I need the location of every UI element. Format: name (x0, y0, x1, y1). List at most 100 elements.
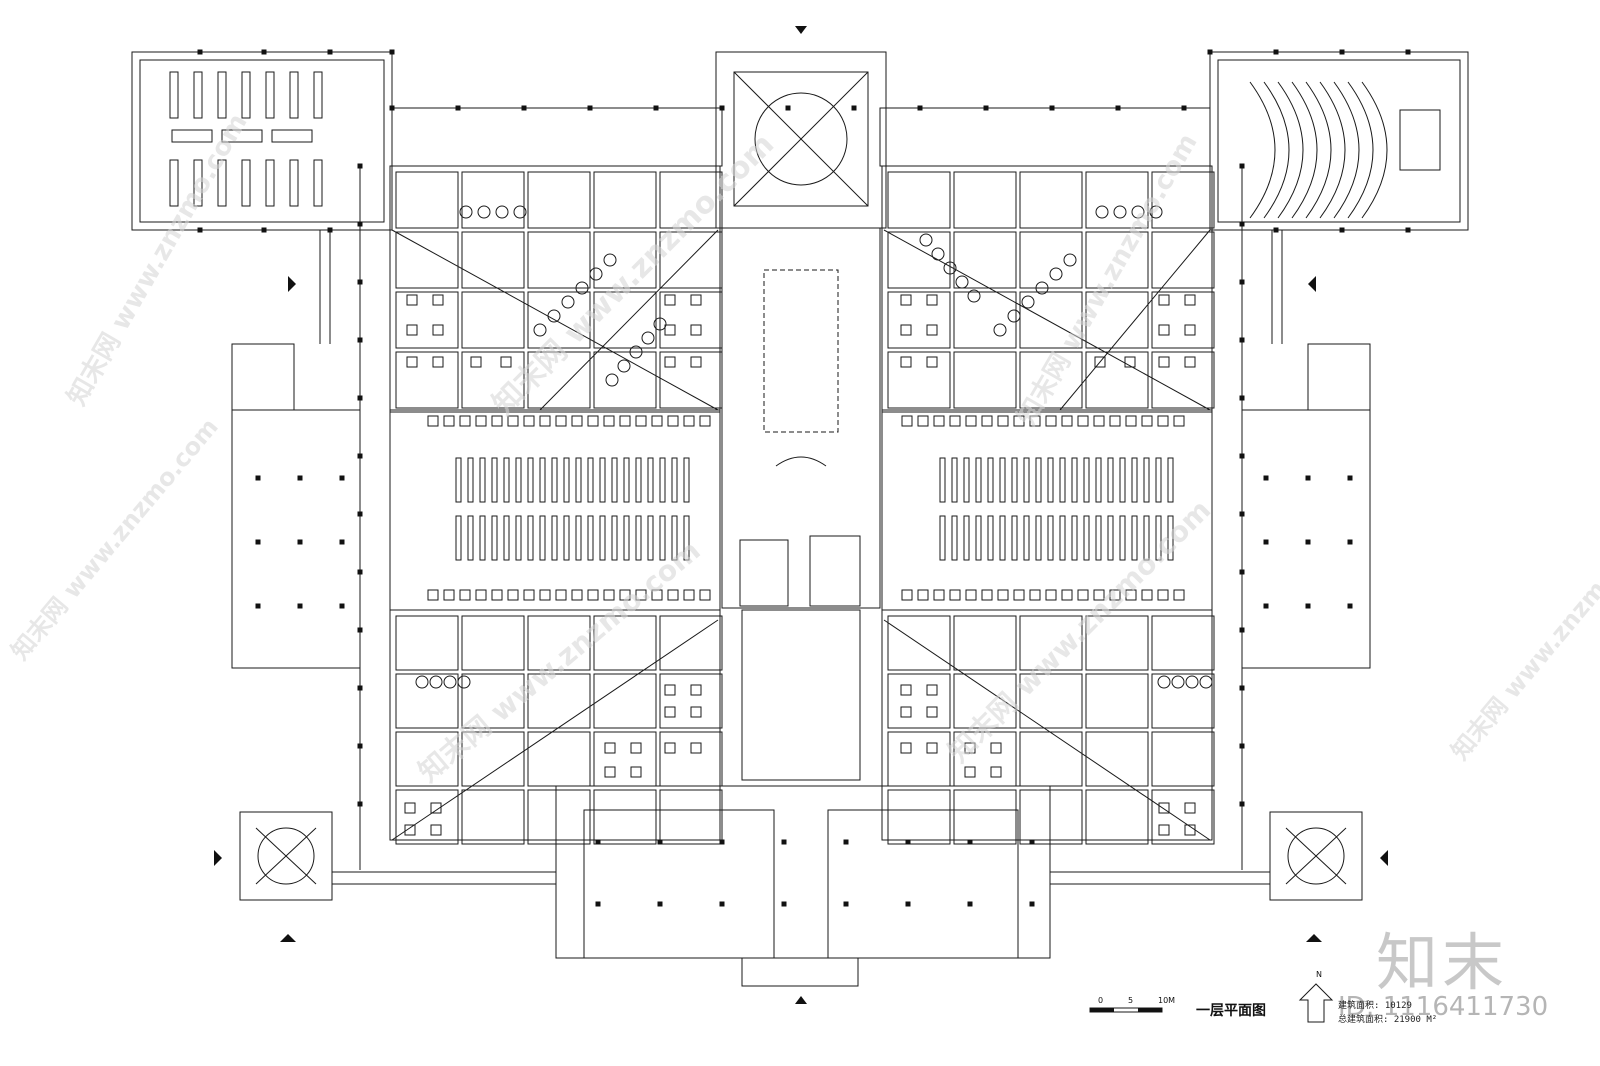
column (255, 539, 261, 545)
study-table (1184, 356, 1196, 368)
study-table (900, 706, 912, 718)
round-table (603, 253, 617, 267)
column (851, 105, 857, 111)
shelf (241, 159, 251, 207)
column (983, 105, 989, 111)
shelf (951, 515, 958, 561)
atrium (721, 227, 881, 609)
north-label: N (1316, 970, 1322, 979)
bay (461, 351, 525, 409)
chair (1157, 589, 1169, 601)
bay (527, 171, 591, 229)
shelf (467, 457, 474, 503)
study-table (404, 802, 416, 814)
chair (571, 589, 583, 601)
bay (593, 615, 657, 671)
study-table (432, 294, 444, 306)
round-table (1149, 205, 1163, 219)
chair (949, 589, 961, 601)
chair (1109, 415, 1121, 427)
bay (395, 789, 459, 845)
round-table (415, 675, 429, 689)
chair (997, 589, 1009, 601)
wing-top-left-inner (139, 59, 385, 223)
bay (593, 789, 657, 845)
column (357, 453, 363, 459)
chair (555, 589, 567, 601)
round-table (653, 317, 667, 331)
chair (491, 589, 503, 601)
entry-arrow-bottom (795, 996, 807, 1004)
seat-row (1291, 81, 1318, 219)
chair (459, 415, 471, 427)
column (595, 901, 601, 907)
round-table (1199, 675, 1213, 689)
shelf (1023, 457, 1030, 503)
column (1181, 105, 1187, 111)
bay (659, 615, 723, 671)
column (1405, 227, 1411, 233)
round-table (967, 289, 981, 303)
chair (1013, 589, 1025, 601)
column (357, 511, 363, 517)
column (1405, 49, 1411, 55)
bay (887, 291, 951, 349)
round-table (589, 267, 603, 281)
seat-row (1277, 81, 1304, 219)
study-table (432, 356, 444, 368)
column (1339, 49, 1345, 55)
column (1347, 539, 1353, 545)
column (357, 627, 363, 633)
bay (395, 673, 459, 729)
core-lower (741, 609, 861, 781)
column (657, 901, 663, 907)
round-table (1007, 309, 1021, 323)
column (297, 539, 303, 545)
round-table (513, 205, 527, 219)
study-table (690, 356, 702, 368)
chair (933, 589, 945, 601)
chair (1013, 415, 1025, 427)
column (1239, 627, 1245, 633)
chair (1125, 589, 1137, 601)
column (389, 105, 395, 111)
chair (933, 415, 945, 427)
bay (1151, 171, 1215, 229)
shelf (1083, 457, 1090, 503)
bay (1151, 673, 1215, 729)
shelf (1167, 515, 1174, 561)
column (595, 839, 601, 845)
study-table (1184, 324, 1196, 336)
bay (395, 231, 459, 289)
chair (683, 589, 695, 601)
chair (965, 415, 977, 427)
column (781, 839, 787, 845)
bay (953, 673, 1017, 729)
study-table (1158, 356, 1170, 368)
round-table (617, 359, 631, 373)
column (1305, 539, 1311, 545)
seat-row (1263, 81, 1290, 219)
bay (1151, 789, 1215, 845)
shelf (193, 159, 203, 207)
column (261, 49, 267, 55)
shelf (479, 515, 486, 561)
column (905, 901, 911, 907)
study-table (664, 324, 676, 336)
study-table (664, 706, 676, 718)
shelf (635, 457, 642, 503)
shelf (1143, 515, 1150, 561)
shelf (1071, 515, 1078, 561)
shelf (217, 159, 227, 207)
shelf (587, 515, 594, 561)
atrium-circle (754, 92, 848, 186)
study-table (664, 294, 676, 306)
bay (1019, 789, 1083, 845)
shelf (503, 457, 510, 503)
shelf (491, 457, 498, 503)
toilet-right (1307, 343, 1371, 411)
hall-lower-right (881, 609, 1213, 841)
chair (555, 415, 567, 427)
shelf (575, 515, 582, 561)
column (1239, 279, 1245, 285)
